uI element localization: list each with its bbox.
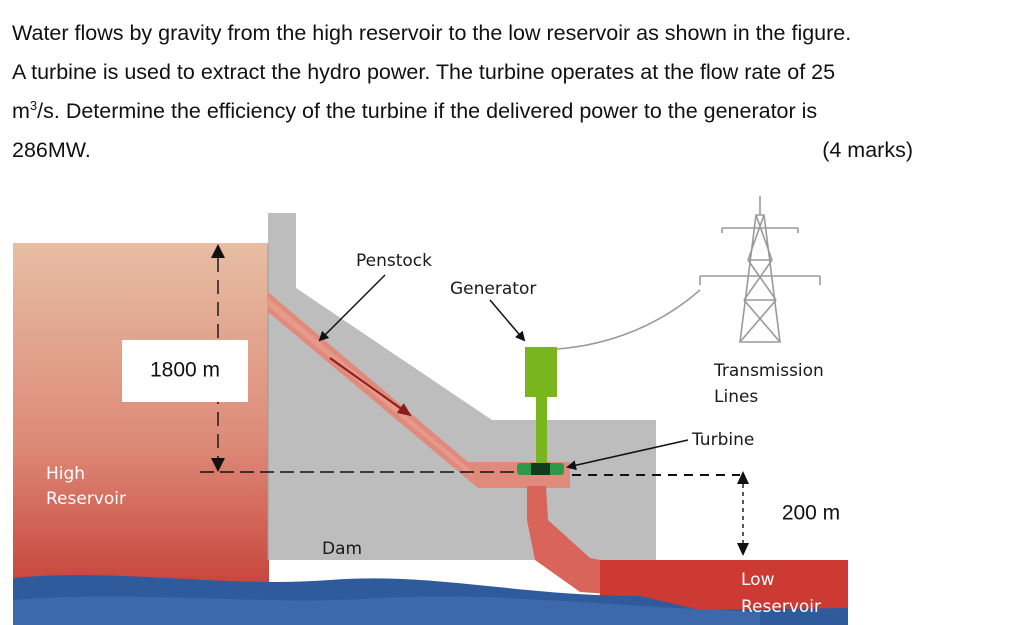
power-value: 286MW.	[12, 138, 91, 162]
transmission-cable	[556, 289, 701, 350]
lower-head-arrowhead-bottom	[737, 543, 749, 556]
low-reservoir-label-line2: Reservoir	[741, 597, 821, 617]
question-line-1: Water flows by gravity from the high res…	[12, 21, 852, 45]
upper-head-label: 1800 m	[150, 359, 220, 382]
dam-label: Dam	[322, 539, 362, 559]
upper-head-arrowhead-bottom	[211, 458, 225, 472]
lower-head-label: 200 m	[782, 502, 840, 525]
flow-direction-arrow	[329, 357, 412, 417]
penstock-pointer	[318, 274, 386, 342]
generator-label: Generator	[450, 279, 536, 299]
transmission-tower-icon	[699, 196, 821, 343]
upper-head-arrowhead-top	[211, 244, 225, 258]
unit-superscript: 3	[29, 97, 38, 113]
transmission-label-line1: Transmission	[713, 361, 824, 381]
question-line-2: A turbine is used to extract the hydro p…	[12, 60, 836, 84]
question-line-4: 286MW. (4 marks)	[12, 131, 1017, 170]
high-reservoir-label-line2: Reservoir	[46, 489, 126, 509]
penstock-label: Penstock	[356, 251, 432, 271]
hydro-power-diagram: 1800 m 200 m Penstock Generator Transmis…	[13, 196, 848, 625]
unit-m: m	[12, 99, 30, 123]
turbine-hub	[531, 463, 550, 475]
dam	[268, 213, 656, 560]
question-text: Water flows by gravity from the high res…	[12, 14, 1017, 170]
upper-head-label-box	[122, 340, 248, 402]
generator-pointer	[489, 299, 526, 342]
high-reservoir-label-line1: High	[46, 464, 85, 484]
high-reservoir	[13, 243, 269, 608]
turbine-label: Turbine	[691, 430, 754, 450]
generator-shaft	[536, 397, 547, 463]
question-line-3: m3/s. Determine the efficiency of the tu…	[12, 92, 1017, 131]
turbine-pointer	[566, 439, 689, 471]
generator-body	[525, 347, 557, 397]
transmission-label-line2: Lines	[714, 387, 758, 407]
question-line-3-rest: /s. Determine the efficiency of the turb…	[37, 99, 818, 123]
marks-label: (4 marks)	[822, 138, 913, 162]
lower-head-arrowhead-top	[737, 471, 749, 484]
ground-water-light	[13, 596, 760, 625]
low-reservoir-label-line1: Low	[741, 570, 775, 590]
